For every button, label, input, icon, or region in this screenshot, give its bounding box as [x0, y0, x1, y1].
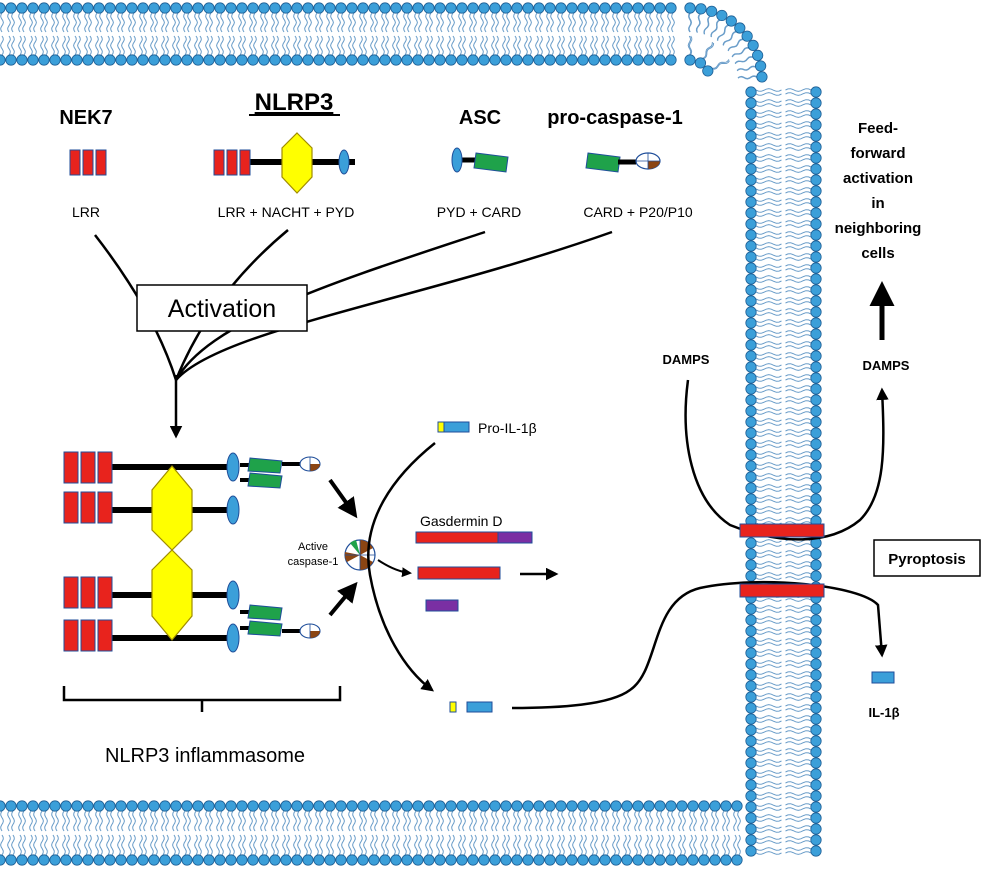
- cell-membrane: [0, 2, 822, 866]
- gasdermin-n-terminal-icon: [417, 566, 501, 580]
- feedforward-line-5: neighboring: [835, 220, 922, 237]
- inflammasome-bracket: [62, 686, 342, 712]
- feedforward-line-6: cells: [861, 245, 894, 262]
- feedforward-line-2: forward: [850, 145, 905, 162]
- activation-box: Activation: [136, 284, 308, 332]
- damps-inside-label: DAMPS: [663, 352, 710, 367]
- feedforward-line-1: Feed-: [858, 120, 898, 137]
- pyroptosis-box: Pyroptosis: [873, 539, 981, 577]
- asc-protein-icon: [451, 147, 509, 173]
- active-caspase-1-icon: [344, 539, 376, 571]
- nek7-lrr-icon: [69, 149, 107, 176]
- asc-domains: PYD + CARD: [437, 204, 521, 220]
- nek7-title: NEK7: [59, 107, 112, 129]
- procaspase-1-icon: [585, 152, 661, 173]
- nek7-domains: LRR: [72, 204, 100, 220]
- caspase-label-line2: caspase-1: [288, 556, 339, 568]
- damps-outside-label: DAMPS: [863, 358, 910, 373]
- nlrp3-title: NLRP3: [255, 89, 334, 116]
- nlrp3-domains: LRR + NACHT + PYD: [218, 204, 355, 220]
- gasdermin-d-full-icon: [415, 531, 533, 544]
- pro-il1b-icon: [437, 421, 470, 433]
- gasdermin-c-terminal-icon: [425, 599, 459, 612]
- component-icons: [69, 132, 661, 194]
- arrow-upper-to-caspase: [328, 478, 358, 519]
- cleavage-curve: [367, 442, 436, 692]
- feedforward-text: Feed- forward activation in neighboring …: [835, 120, 922, 262]
- assembly-connector-lines: [94, 229, 613, 439]
- gasdermin-pore-lower: [739, 583, 825, 598]
- feedforward-line-3: activation: [843, 170, 913, 187]
- inflammasome-label: NLRP3 inflammasome: [105, 745, 305, 767]
- procaspase-1-title: pro-caspase-1: [547, 107, 683, 129]
- pyroptosis-label: Pyroptosis: [888, 551, 966, 568]
- nlrp3-protein-icon: [213, 132, 355, 194]
- procaspase-1-domains: CARD + P20/P10: [583, 204, 693, 220]
- gasdermin-pore-upper: [739, 523, 825, 538]
- il1b-release-path: [511, 580, 888, 710]
- mature-il1b-icon: [871, 671, 895, 684]
- il1b-label: IL-1β: [868, 705, 899, 720]
- feedforward-line-4: in: [871, 195, 884, 212]
- activation-label: Activation: [168, 295, 276, 323]
- gasdermin-label: Gasdermin D: [420, 513, 502, 529]
- asc-title: ASC: [459, 107, 501, 129]
- cleaved-il1b-fragments: [449, 701, 493, 713]
- caspase-label-line1: Active: [298, 541, 328, 553]
- pro-il1b-label: Pro-IL-1β: [478, 420, 537, 436]
- arrow-lower-to-caspase: [328, 581, 358, 617]
- gasdermin-cleavage-arrow: [377, 559, 412, 578]
- damps-release-path: [684, 379, 889, 541]
- nlrp3-inflammasome-complex: [63, 451, 321, 653]
